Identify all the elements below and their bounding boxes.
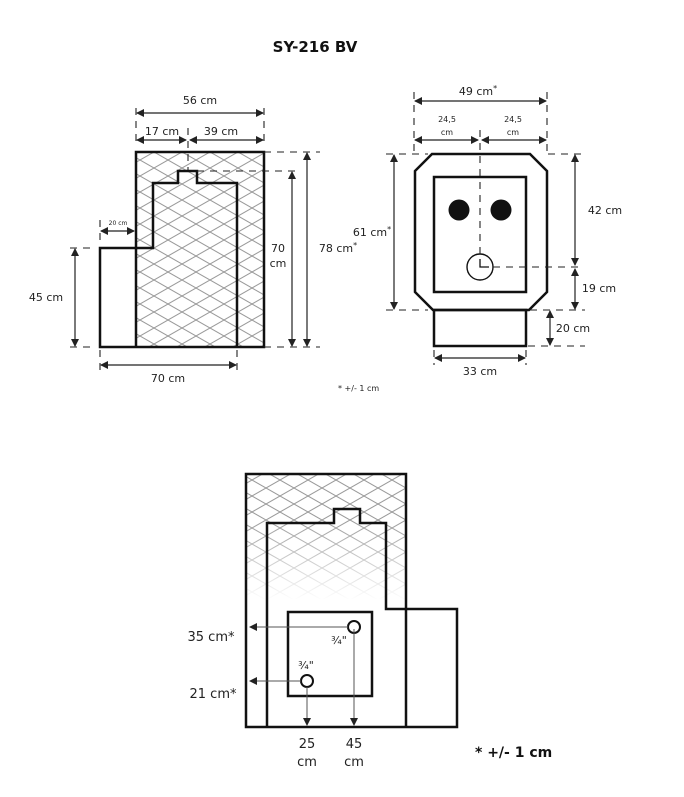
dim-half-left-value: 24,5	[438, 115, 456, 124]
dim-step-width: 20 cm	[109, 220, 128, 227]
dim-lower-connection-height: 21 cm*	[190, 687, 237, 702]
front-view: 49 cm* 24,5 cm 24,5 cm 61 cm* 42 cm 19 c…	[353, 84, 622, 378]
dim-step-height: 45 cm	[29, 291, 63, 304]
dim-total-height: 78 cm*	[319, 241, 357, 255]
connection-view-inner-outline	[265, 507, 406, 727]
dim-front-width: 49 cm*	[459, 84, 497, 98]
front-view-door	[432, 175, 528, 294]
dim-upper-x-value: 45	[346, 737, 363, 752]
dim-lower-height: 19 cm	[582, 282, 616, 295]
dim-inner-height-unit: cm	[270, 257, 287, 270]
control-knob-left	[448, 199, 470, 221]
dim-lower-x-unit: cm	[297, 755, 317, 770]
title: SY-216 BV	[273, 38, 358, 56]
tolerance-note-small: * +/- 1 cm	[338, 384, 379, 393]
dim-half-left-unit: cm	[441, 128, 453, 137]
connection-panel	[286, 610, 374, 698]
connection-view: ¾" ¾" 35 cm* 21 cm* 25 cm 45 cm	[188, 472, 459, 770]
front-view-base	[432, 308, 528, 348]
lower-pipe-connection	[300, 674, 314, 688]
dim-upper-connection-height: 35 cm*	[188, 630, 235, 645]
dim-width-left: 17 cm	[145, 125, 179, 138]
dim-base-width: 70 cm	[151, 372, 185, 385]
side-view-inner-outline	[136, 169, 239, 347]
dim-half-right-value: 24,5	[504, 115, 522, 124]
dim-inner-height-value: 70	[271, 242, 285, 255]
dim-upper-height: 42 cm	[588, 204, 622, 217]
hatch-fade	[246, 520, 406, 600]
connection-view-outline	[244, 472, 459, 729]
side-view-hatch	[136, 152, 264, 347]
front-view-body-outline	[413, 152, 549, 312]
dim-width-total: 56 cm	[183, 94, 217, 107]
dim-lower-x-value: 25	[299, 737, 316, 752]
upper-pipe-size: ¾"	[331, 634, 347, 647]
side-view: 56 cm 17 cm 39 cm 20 cm 45 cm 70 cm 78 c…	[29, 94, 357, 385]
tolerance-note-large: * +/- 1 cm	[475, 745, 552, 761]
dim-front-height: 61 cm*	[353, 225, 391, 239]
dim-upper-x-unit: cm	[344, 755, 364, 770]
lower-pipe-size: ¾"	[298, 659, 314, 672]
clock-hands	[479, 259, 489, 268]
dim-base-width-front: 33 cm	[463, 365, 497, 378]
dim-width-right: 39 cm	[204, 125, 238, 138]
control-knob-right	[490, 199, 512, 221]
dim-base-height: 20 cm	[556, 322, 590, 335]
dim-half-right-unit: cm	[507, 128, 519, 137]
